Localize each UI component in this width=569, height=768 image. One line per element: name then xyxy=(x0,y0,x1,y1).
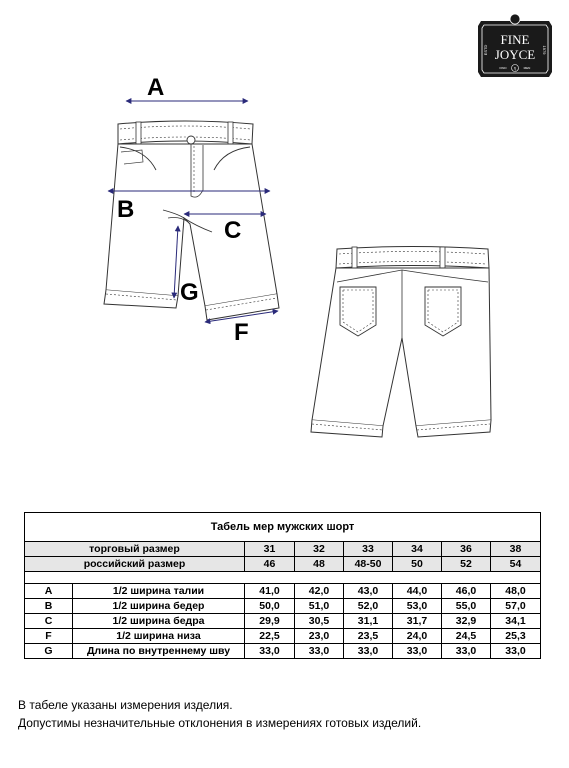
brand-logo: FINE JOYCE ESTD 1979 FIND MEN fj xyxy=(478,13,552,77)
row-value: 46,0 xyxy=(441,583,491,599)
logo-bottom-right: MEN xyxy=(524,66,531,70)
table-row: C 1/2 ширина бедра 29,9 30,5 31,1 31,7 3… xyxy=(24,613,541,629)
row-value: 33,0 xyxy=(294,643,344,659)
table-row: F 1/2 ширина низа 22,5 23,0 23,5 24,0 24… xyxy=(24,628,541,644)
row-name: 1/2 ширина талии xyxy=(72,583,245,599)
ru-size-cell: 50 xyxy=(392,556,442,572)
technical-drawing: FINE JOYCE ESTD 1979 FIND MEN fj xyxy=(103,13,552,438)
row-value: 31,7 xyxy=(392,613,442,629)
table-row: B 1/2 ширина бедер 50,0 51,0 52,0 53,0 5… xyxy=(24,598,541,614)
row-value: 57,0 xyxy=(490,598,541,614)
note-line: В табеле указаны измерения изделия. xyxy=(18,698,233,712)
spacer-row xyxy=(24,571,541,584)
size-table: Табель мер мужских шорт торговый размер … xyxy=(24,512,541,659)
row-code: C xyxy=(24,613,73,629)
trade-size-cell: 36 xyxy=(441,541,491,557)
table-row: A 1/2 ширина талии 41,0 42,0 43,0 44,0 4… xyxy=(24,583,541,599)
row-name: 1/2 ширина низа xyxy=(72,628,245,644)
ru-size-row: российский размер 46 48 48-50 50 52 54 xyxy=(24,556,541,572)
row-value: 24,5 xyxy=(441,628,491,644)
label-g: G xyxy=(180,279,199,306)
row-code: B xyxy=(24,598,73,614)
table-title: Табель мер мужских шорт xyxy=(24,512,541,542)
logo-bottom-left: FIND xyxy=(500,66,508,70)
row-code: F xyxy=(24,628,73,644)
row-value: 51,0 xyxy=(294,598,344,614)
row-value: 29,9 xyxy=(244,613,295,629)
note-line: Допустимы незначительные отклонения в из… xyxy=(18,716,422,730)
trade-size-label: торговый размер xyxy=(24,541,245,557)
row-value: 22,5 xyxy=(244,628,295,644)
row-value: 24,0 xyxy=(392,628,442,644)
ru-size-cell: 48 xyxy=(294,556,344,572)
row-name: 1/2 ширина бедер xyxy=(72,598,245,614)
row-code: G xyxy=(24,643,73,659)
label-c: C xyxy=(224,217,241,244)
ru-size-cell: 52 xyxy=(441,556,491,572)
trade-size-cell: 32 xyxy=(294,541,344,557)
row-value: 30,5 xyxy=(294,613,344,629)
row-value: 48,0 xyxy=(490,583,541,599)
logo-center: fj xyxy=(514,67,516,71)
logo-line2: JOYCE xyxy=(495,47,536,62)
row-value: 33,0 xyxy=(441,643,491,659)
shorts-back-view xyxy=(310,246,492,438)
row-value: 55,0 xyxy=(441,598,491,614)
row-value: 33,0 xyxy=(490,643,541,659)
row-value: 42,0 xyxy=(294,583,344,599)
trade-size-cell: 31 xyxy=(244,541,295,557)
row-value: 23,0 xyxy=(294,628,344,644)
logo-line1: FINE xyxy=(501,32,530,47)
label-f: F xyxy=(234,319,249,346)
row-value: 33,0 xyxy=(343,643,393,659)
crown-icon xyxy=(509,13,521,25)
row-value: 32,9 xyxy=(441,613,491,629)
ru-size-cell: 46 xyxy=(244,556,295,572)
row-value: 52,0 xyxy=(343,598,393,614)
row-value: 44,0 xyxy=(392,583,442,599)
row-name: Длина по внутреннему шву xyxy=(72,643,245,659)
row-value: 50,0 xyxy=(244,598,295,614)
trade-size-cell: 34 xyxy=(392,541,442,557)
logo-year: 1979 xyxy=(542,46,547,56)
row-value: 34,1 xyxy=(490,613,541,629)
row-value: 41,0 xyxy=(244,583,295,599)
notes: В табеле указаны измерения изделия. Допу… xyxy=(18,696,421,732)
trade-size-cell: 38 xyxy=(490,541,541,557)
logo-estd: ESTD xyxy=(483,45,488,56)
row-value: 33,0 xyxy=(244,643,295,659)
row-value: 25,3 xyxy=(490,628,541,644)
ru-size-cell: 48-50 xyxy=(343,556,393,572)
measurement-lines xyxy=(107,98,279,325)
row-code: A xyxy=(24,583,73,599)
row-value: 43,0 xyxy=(343,583,393,599)
ru-size-label: российский размер xyxy=(24,556,245,572)
ru-size-cell: 54 xyxy=(490,556,541,572)
row-value: 33,0 xyxy=(392,643,442,659)
label-a: A xyxy=(147,74,164,101)
row-value: 31,1 xyxy=(343,613,393,629)
table-row: G Длина по внутреннему шву 33,0 33,0 33,… xyxy=(24,643,541,659)
trade-size-row: торговый размер 31 32 33 34 36 38 xyxy=(24,541,541,557)
trade-size-cell: 33 xyxy=(343,541,393,557)
label-b: B xyxy=(117,196,134,223)
row-value: 53,0 xyxy=(392,598,442,614)
row-value: 23,5 xyxy=(343,628,393,644)
row-name: 1/2 ширина бедра xyxy=(72,613,245,629)
